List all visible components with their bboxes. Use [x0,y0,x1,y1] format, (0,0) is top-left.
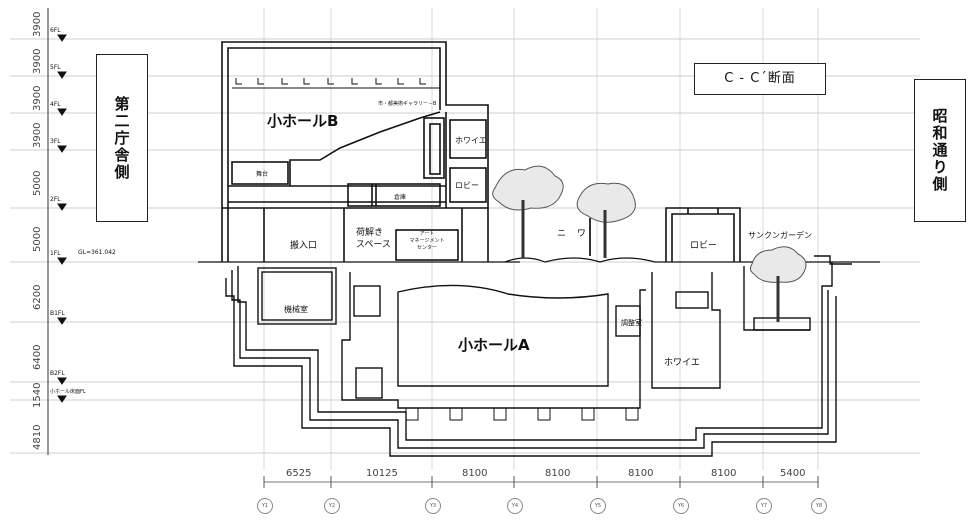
hall-b-seats [232,78,440,89]
floor-markers [47,8,67,455]
room-control: 調整室 [621,319,642,327]
room-foyer-upper: ホワイエ [455,136,487,145]
span-label: 10125 [366,468,398,479]
level-2fl: 2FL [50,196,61,203]
lower-structure [225,255,852,457]
upper-building [221,41,489,262]
span-label: 8100 [711,468,737,479]
east-block [665,207,741,262]
room-machine: 機械室 [284,305,308,314]
span-label: 8100 [462,468,488,479]
level-3fl: 3FL [50,138,61,145]
hall-b-label: 小ホールB [267,112,339,130]
level-b1fl: B1FL [50,310,65,317]
room-waiting-space: 荷解き スペース [356,228,391,250]
grid-axis-marker: Y4 [507,498,523,514]
trees [492,165,807,322]
span-label: 8100 [628,468,654,479]
side-label-right: 昭和通り側 [914,79,966,222]
hall-a-steps [405,408,639,421]
level-5fl: 5FL [50,64,61,71]
grid-axis-marker: Y2 [324,498,340,514]
room-lobby-upper: ロビー [455,181,479,190]
level-1fl: 1FL [50,250,61,257]
room-arts-center: アート マネージメント センター [409,231,445,251]
section-title: C - C´断面 [694,63,826,95]
hall-a-label: 小ホールA [458,336,530,354]
room-sunken-garden: サンクンガーデン [748,231,812,240]
room-entrance: 搬入口 [290,241,318,251]
grid-axis-marker: Y7 [756,498,772,514]
room-storage-b: 倉庫 [394,194,407,201]
span-label: 8100 [545,468,571,479]
room-lobby-east: ロビー [690,241,718,251]
side-label-left: 第二庁舎側 [96,54,148,222]
span-label: 6525 [286,468,312,479]
level-6fl: 6FL [50,27,61,34]
grid-axis-marker: Y3 [425,498,441,514]
ground-level-label: GL=361.042 [78,249,116,256]
level-4fl: 4FL [50,101,61,108]
grid-axis-marker: Y1 [257,498,273,514]
room-stage-b: 舞台 [256,171,269,178]
room-garden: ニ ワ [557,229,590,239]
grid-axis-marker: Y6 [673,498,689,514]
grid-axis-marker: Y5 [590,498,606,514]
grid-axis-marker: Y8 [811,498,827,514]
level-hall-floor: 小ホール床面FL [50,389,86,395]
span-label: 5400 [780,468,806,479]
level-b2fl: B2FL [50,370,65,377]
room-foyer-lower: ホワイエ [664,358,700,368]
room-gallery: 市・都美術ギャラリー－B [378,101,437,107]
